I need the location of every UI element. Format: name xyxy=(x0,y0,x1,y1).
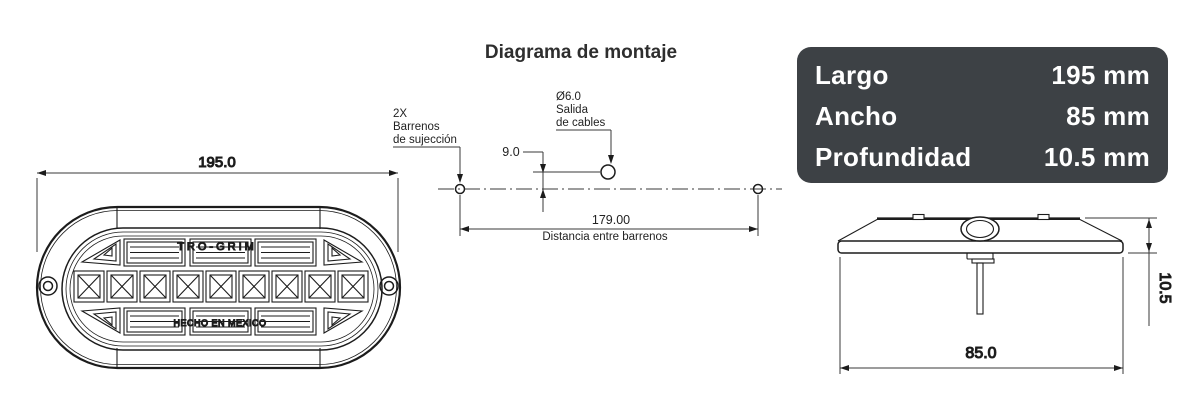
svg-text:Barrenos: Barrenos xyxy=(393,121,440,133)
side-width-dimension xyxy=(839,257,1124,374)
svg-text:179.00: 179.00 xyxy=(592,213,630,227)
led-row-middle xyxy=(73,270,369,303)
lens-bezel xyxy=(61,227,383,351)
wire-connector-base xyxy=(971,258,995,264)
svg-text:Ø6.0: Ø6.0 xyxy=(556,91,581,103)
spec-table: Largo 195 mm Ancho 85 mm Profundidad 10.… xyxy=(797,47,1168,183)
spec-label: Ancho xyxy=(815,100,898,131)
side-depth-dim-text: 10.5 xyxy=(1156,272,1173,303)
cable-grommet-inner xyxy=(965,219,995,239)
spec-value: 195 mm xyxy=(1051,59,1150,90)
spec-label: Largo xyxy=(815,59,889,90)
side-view: 85.0 10.5 xyxy=(837,213,1174,374)
brand-text: TRO-GRIM xyxy=(177,241,257,253)
mounting-clip-left xyxy=(912,213,925,221)
mounting-diagram: Diagrama de montaje 2X Barrenos de sujec… xyxy=(393,42,782,243)
spec-label: Profundidad xyxy=(815,141,972,172)
spec-value: 85 mm xyxy=(1066,100,1150,131)
cable-wire xyxy=(976,262,984,315)
svg-text:2X: 2X xyxy=(393,108,407,120)
screw-hole-right xyxy=(379,276,399,296)
side-width-dim-text: 85.0 xyxy=(965,345,996,362)
side-depth-dimension xyxy=(1085,217,1157,326)
spec-row-length: Largo 195 mm xyxy=(815,55,1150,96)
svg-text:Salida: Salida xyxy=(556,104,589,116)
mounting-hole-right xyxy=(752,183,764,195)
mounting-hole-left xyxy=(454,183,466,195)
svg-text:de sujección: de sujección xyxy=(393,134,457,146)
spacing-dimension: 179.00 Distancia entre barrenos xyxy=(459,195,759,243)
front-length-dim-text: 195.0 xyxy=(198,154,236,171)
flange-inner-edge xyxy=(40,210,397,365)
mounting-title: Diagrama de montaje xyxy=(485,42,677,63)
svg-text:Distancia entre barrenos: Distancia entre barrenos xyxy=(542,231,668,243)
spec-row-depth: Profundidad 10.5 mm xyxy=(815,137,1150,178)
front-view: 195.0 xyxy=(35,153,402,370)
made-in-text: HECHO EN MEXICO xyxy=(173,318,266,328)
svg-text:de cables: de cables xyxy=(556,117,605,129)
body-base xyxy=(837,240,1124,254)
svg-text:9.0: 9.0 xyxy=(502,145,519,159)
front-length-dimension xyxy=(36,170,399,252)
spec-row-width: Ancho 85 mm xyxy=(815,96,1150,137)
mounting-holes-note: 2X Barrenos de sujección xyxy=(393,108,463,183)
offset-dimension: 9.0 xyxy=(502,145,546,212)
screw-hole-left xyxy=(38,276,58,296)
wire-connector xyxy=(966,252,994,260)
spec-value: 10.5 mm xyxy=(1043,141,1150,172)
cable-outlet-hole xyxy=(600,164,616,180)
flange-outline xyxy=(35,205,402,370)
cable-outlet-note: Ø6.0 Salida de cables xyxy=(556,91,614,164)
mounting-clip-right xyxy=(1037,213,1050,221)
